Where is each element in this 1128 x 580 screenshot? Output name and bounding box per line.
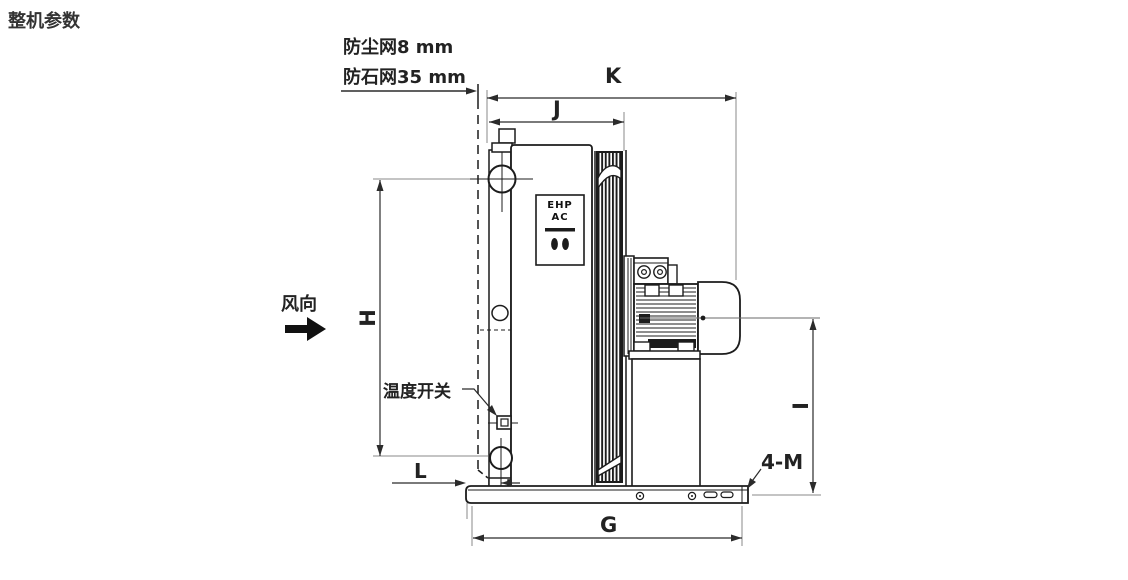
terminal-box [633,257,678,285]
machine-outline [465,84,820,504]
stone-screen-label: 防石网35 mm [343,67,466,88]
footprints-icon [551,238,569,250]
dimension-L [392,479,520,487]
dimension-H [376,180,384,456]
wind-direction-arrow-icon [285,317,326,341]
extension-lines [373,90,821,546]
dimension-G [473,534,742,542]
dimension-lines [341,87,817,542]
wind-direction-label: 风向 [281,294,317,315]
nameplate-line2: AC [551,212,569,223]
temperature-switch [488,415,518,430]
nameplate-line1: EHP [547,200,573,211]
dim-label-H: H [356,309,380,327]
nameplate [535,194,585,266]
fan-shroud [596,150,627,486]
mounting-holes-leader [747,468,762,489]
dim-label-G: G [600,513,618,537]
screen-dashed-line [477,84,489,479]
motor-centerline [640,315,820,321]
motor-flange [623,255,635,357]
top-port [470,152,533,212]
temp-switch-leader [462,388,497,416]
base-plate [465,485,749,504]
dust-screen-label: 防尘网8 mm [343,37,454,58]
dim-label-I: I [789,402,813,410]
dimension-K [487,94,736,102]
screen-leader-line [341,87,477,95]
dimension-J [489,118,624,126]
dimension-I [809,319,817,493]
mounting-holes-label: 4-M [761,450,804,474]
motor-pedestal [628,341,701,488]
mounting-holes [635,491,734,501]
dim-label-K: K [605,64,622,88]
middle-port [480,304,511,331]
dim-label-L: L [414,459,427,483]
temperature-switch-label: 温度开关 [383,382,451,402]
page-title: 整机参数 [8,11,80,32]
dim-label-J: J [553,97,561,121]
